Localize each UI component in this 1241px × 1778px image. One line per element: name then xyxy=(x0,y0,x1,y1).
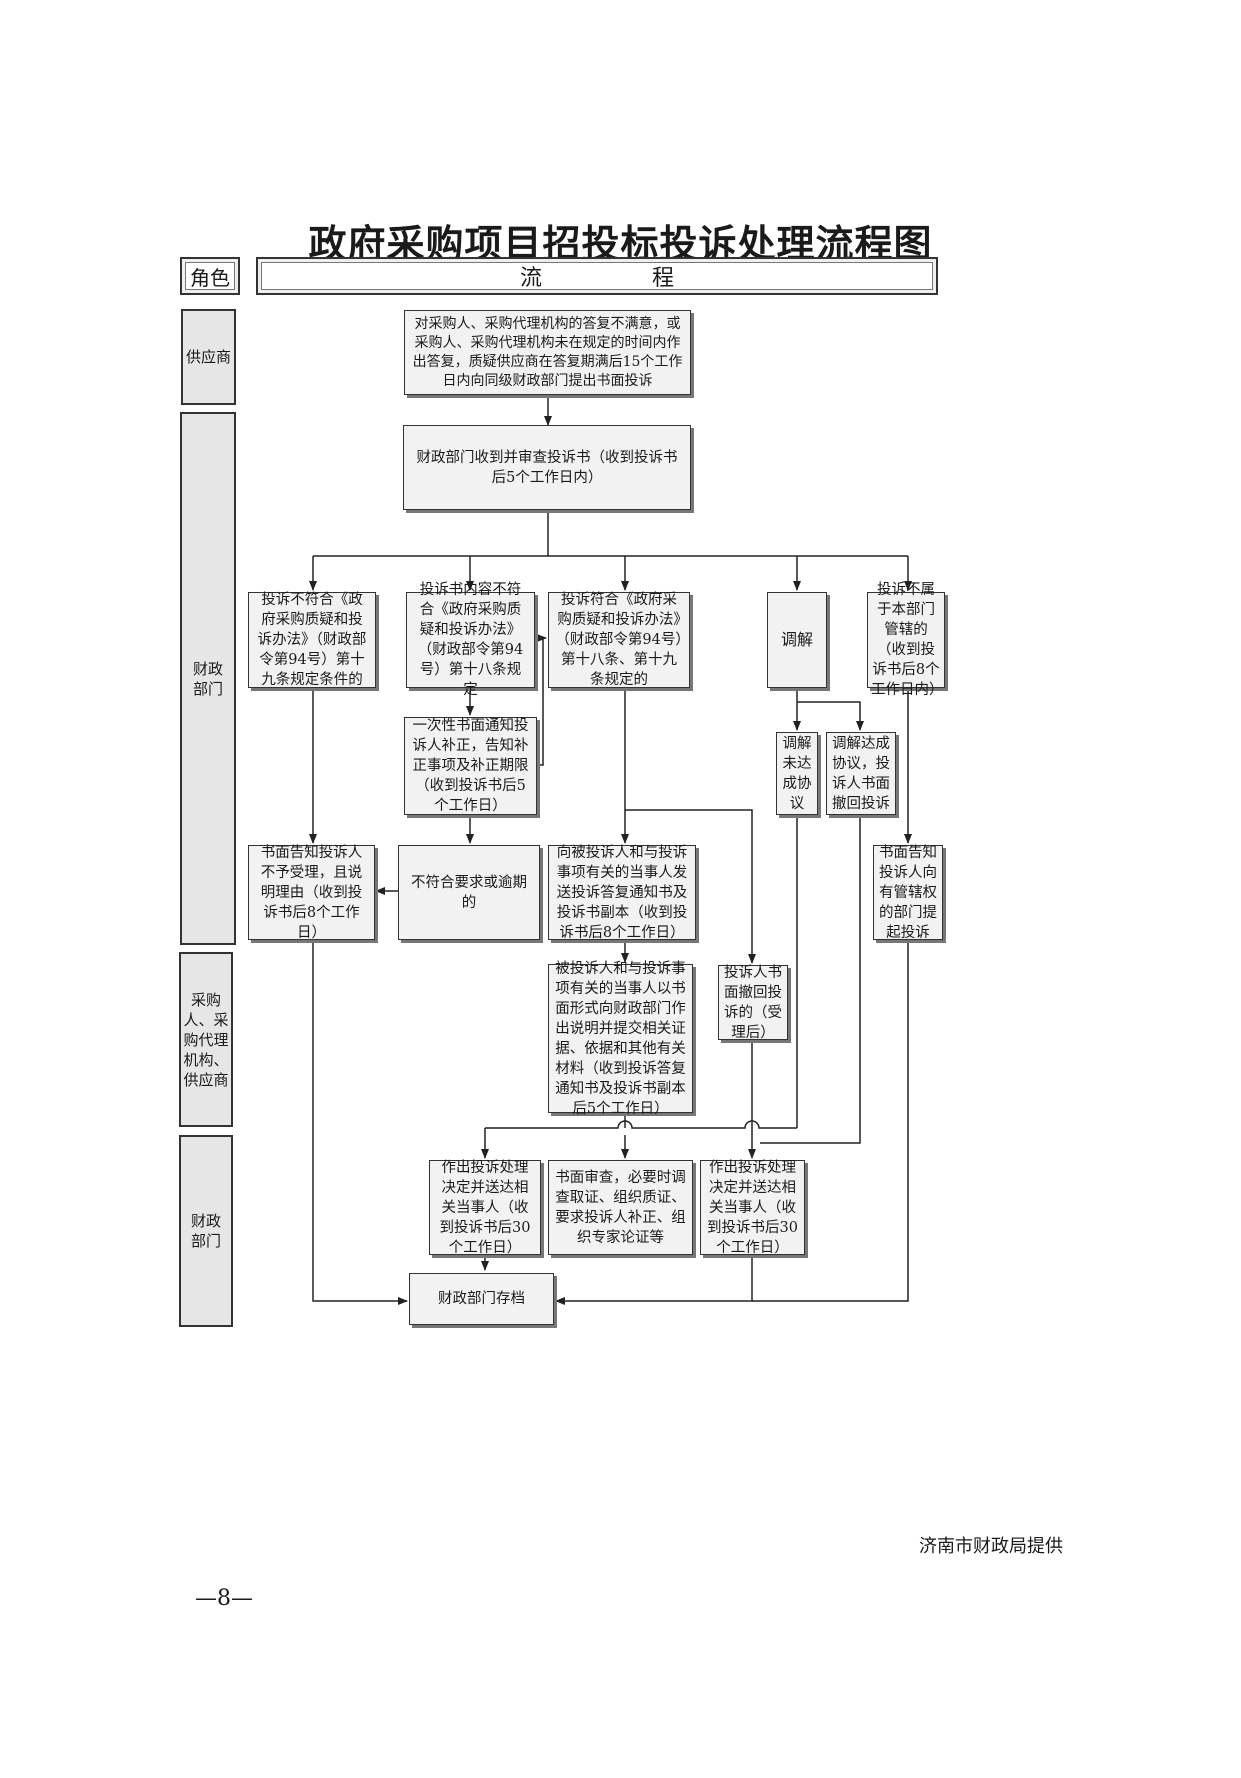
node-not-jurisdiction: 投诉不属于本部门管辖的（收到投诉书后8个工作日内） xyxy=(867,582,945,698)
footer-credit: 济南市财政局提供 xyxy=(919,1536,1063,1557)
node-archive: 财政部门存档 xyxy=(409,1273,554,1325)
role-header: 角色 xyxy=(180,257,240,295)
role-header-label: 角色 xyxy=(185,262,235,290)
node-send-notice: 向被投诉人和与投诉事项有关的当事人发送投诉答复通知书及投诉书副本（收到投诉书后8… xyxy=(548,845,696,941)
role-purchaser: 采购人、采购代理机构、供应商 xyxy=(179,952,233,1127)
flow-header: 流 程 xyxy=(256,257,938,295)
node-notify-correction: 一次性书面通知投诉人补正，告知补正事项及补正期限（收到投诉书后5个工作日） xyxy=(404,717,537,815)
node-supplier-complaint: 对采购人、采购代理机构的答复不满意，或采购人、采购代理机构未在规定的时间内作出答… xyxy=(404,310,691,395)
node-receive-review: 财政部门收到并审查投诉书（收到投诉书后5个工作日内） xyxy=(403,425,691,510)
node-overdue: 不符合要求或逾期的 xyxy=(398,845,540,940)
node-not-meet-art19: 投诉不符合《政府采购质疑和投诉办法》（财政部令第94号）第十九条规定条件的 xyxy=(248,592,376,688)
node-not-meet-art18: 投诉书内容不符合《政府采购质疑和投诉办法》（财政部令第94号）第十八条规定 xyxy=(406,582,535,698)
node-mediation-failed: 调解未达成协议 xyxy=(776,732,818,815)
node-written-review: 书面审查，必要时调查取证、组织质证、要求投诉人补正、组织专家论证等 xyxy=(548,1160,693,1255)
page-number: —8— xyxy=(195,1586,253,1611)
node-mediation-success: 调解达成协议，投诉人书面撤回投诉 xyxy=(826,732,896,815)
role-finance-2: 财政部门 xyxy=(179,1135,233,1327)
node-decision-right: 作出投诉处理决定并送达相关当事人（收到投诉书后30个工作日） xyxy=(700,1160,805,1256)
node-decision-left: 作出投诉处理决定并送达相关当事人（收到投诉书后30个工作日） xyxy=(429,1160,541,1256)
node-mediation: 调解 xyxy=(767,592,827,688)
node-reject-notice: 书面告知投诉人不予受理，且说明理由（收到投诉书后8个工作日） xyxy=(248,845,375,941)
node-respondent-reply: 被投诉人和与投诉事项有关的当事人以书面形式向财政部门作出说明并提交相关证据、依据… xyxy=(548,961,693,1117)
node-redirect-notice: 书面告知投诉人向有管辖权的部门提起投诉 xyxy=(873,845,943,941)
flow-header-label: 流 程 xyxy=(261,262,933,291)
node-meet-rules: 投诉符合《政府采购质疑和投诉办法》（财政部令第94号）第十八条、第十九条规定的 xyxy=(548,592,690,688)
node-withdraw: 投诉人书面撤回投诉的（受理后） xyxy=(718,965,788,1041)
role-finance-1: 财政部门 xyxy=(180,412,236,945)
role-supplier: 供应商 xyxy=(181,309,236,405)
